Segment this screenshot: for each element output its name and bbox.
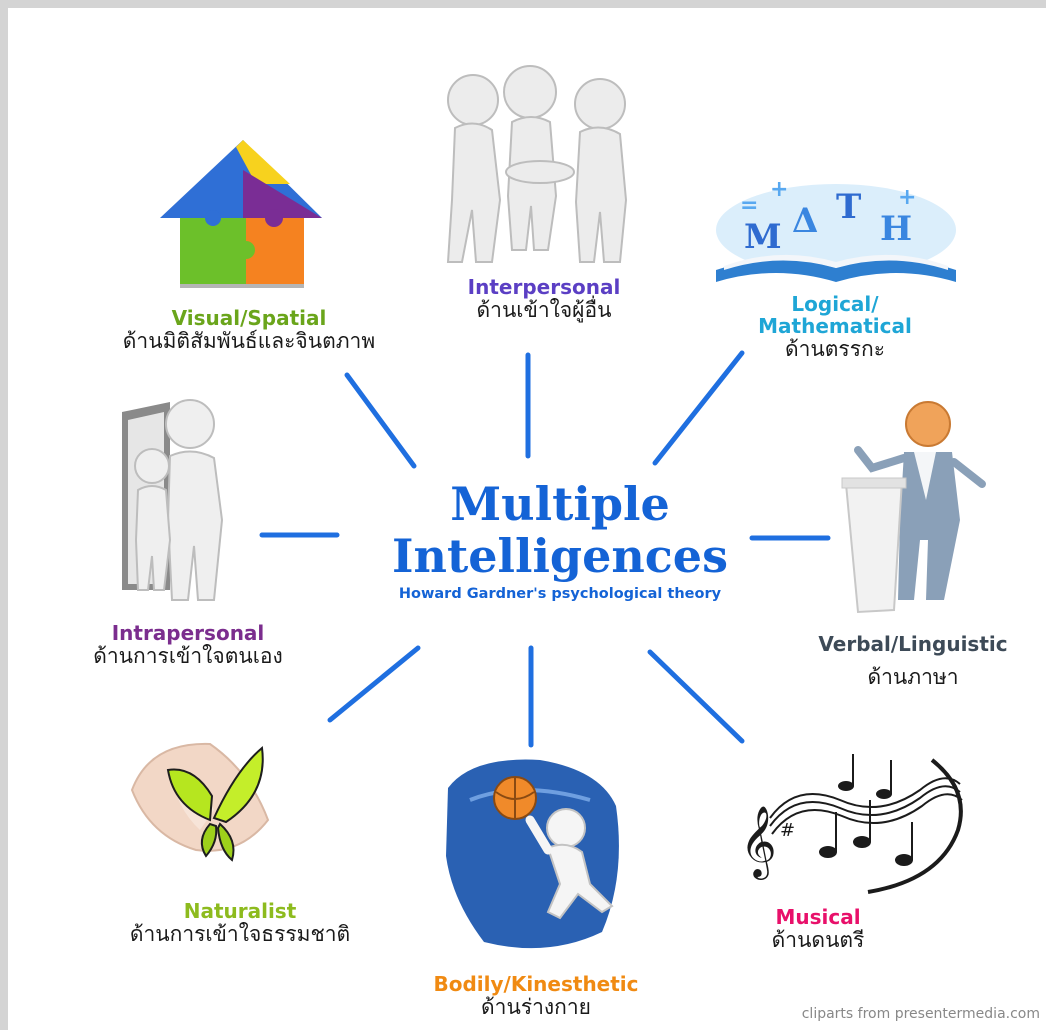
- intrapersonal-title: Intrapersonal: [111, 621, 265, 645]
- intrapersonal-thai: ด้านการเข้าใจตนเอง: [93, 644, 283, 668]
- node-visual-spatial: Visual/Spatial ด้านมิติสัมพันธ์และจินตภา…: [80, 307, 418, 353]
- svg-text:H: H: [880, 209, 912, 249]
- interpersonal-title: Interpersonal: [467, 275, 621, 299]
- logical-title-line1: Logical/: [791, 292, 879, 316]
- bodily-thai: ด้านร่างกาย: [481, 995, 591, 1019]
- center-subtitle: Howard Gardner's psychological theory: [398, 586, 722, 602]
- connector-visual: [344, 372, 417, 469]
- top-frame-border: [0, 0, 1046, 8]
- math-book-icon: M Δ T H = + +: [716, 177, 956, 282]
- bodily-title: Bodily/Kinesthetic: [433, 972, 639, 996]
- center-title-line1: Multiple: [450, 477, 670, 531]
- connector-lines: [259, 350, 831, 748]
- mirror-figure-icon: [122, 399, 224, 601]
- credit-text: cliparts from presentermedia.com: [801, 1006, 1040, 1022]
- node-musical: Musical ด้านดนตรี: [748, 906, 888, 952]
- naturalist-thai: ด้านการเข้าใจธรรมชาติ: [129, 922, 351, 946]
- musical-thai: ด้านดนตรี: [771, 928, 865, 952]
- puzzle-house-icon: [160, 140, 322, 288]
- group-handshake-icon: [446, 65, 628, 263]
- node-bodily-kinesthetic: Bodily/Kinesthetic ด้านร่างกาย: [420, 973, 652, 1019]
- butterfly-hands-icon: [130, 742, 270, 862]
- speaker-podium-icon: [841, 401, 986, 614]
- basketball-player-icon: [446, 759, 619, 949]
- center-title-block: Multiple Intelligences Howard Gardner's …: [300, 478, 820, 604]
- svg-text:Δ: Δ: [792, 201, 818, 241]
- logical-thai: ด้านตรรกะ: [785, 337, 885, 361]
- verbal-thai: ด้านภาษา: [867, 665, 959, 689]
- svg-text:+: +: [770, 177, 788, 202]
- musical-title: Musical: [775, 905, 861, 929]
- node-verbal-linguistic: Verbal/Linguistic ด้านภาษา: [796, 633, 1030, 689]
- svg-text:T: T: [836, 187, 861, 227]
- music-notes-icon: 𝄞 #: [740, 754, 963, 894]
- svg-text:=: =: [740, 193, 758, 218]
- svg-text:#: #: [780, 820, 795, 841]
- verbal-title: Verbal/Linguistic: [818, 632, 1008, 656]
- visual-spatial-thai: ด้านมิติสัมพันธ์และจินตภาพ: [122, 329, 376, 353]
- interpersonal-thai: ด้านเข้าใจผู้อื่น: [476, 298, 612, 322]
- logical-title-line2: Mathematical: [758, 314, 912, 338]
- connector-musical: [647, 649, 745, 744]
- node-naturalist: Naturalist ด้านการเข้าใจธรรมชาติ: [100, 900, 380, 946]
- node-intrapersonal: Intrapersonal ด้านการเข้าใจตนเอง: [70, 622, 306, 668]
- svg-text:M: M: [744, 217, 782, 257]
- connector-naturalist: [327, 645, 421, 723]
- connector-logical: [652, 350, 745, 466]
- svg-text:+: +: [898, 185, 916, 210]
- svg-text:𝄞: 𝄞: [740, 804, 777, 880]
- visual-spatial-title: Visual/Spatial: [171, 306, 327, 330]
- center-title-line2: Intelligences: [392, 529, 728, 583]
- node-logical-mathematical: Logical/ Mathematical ด้านตรรกะ: [730, 293, 940, 361]
- naturalist-title: Naturalist: [183, 899, 297, 923]
- left-frame-border: [0, 0, 8, 1030]
- node-interpersonal: Interpersonal ด้านเข้าใจผู้อื่น: [438, 276, 650, 322]
